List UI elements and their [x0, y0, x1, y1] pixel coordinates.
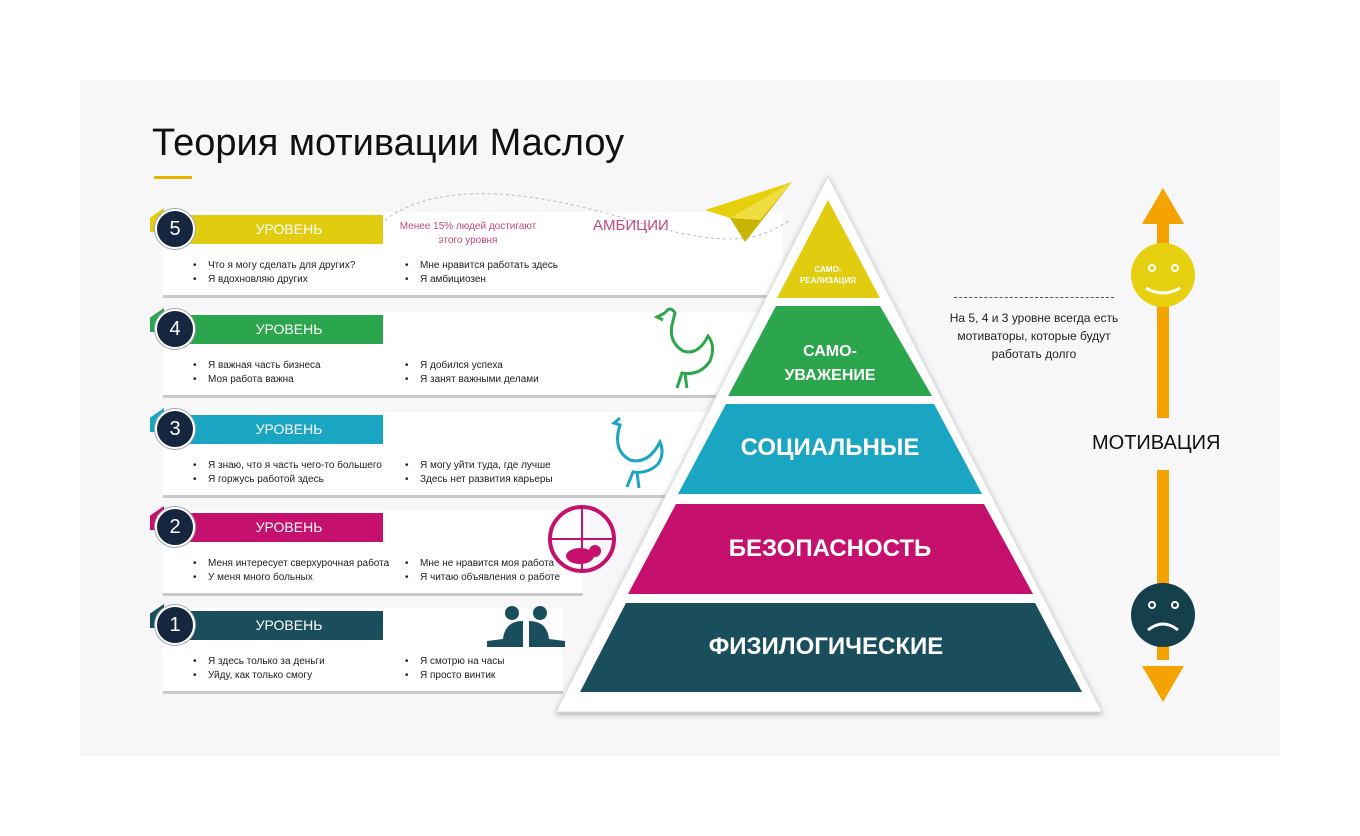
- motivation-label: МОТИВАЦИЯ: [1092, 432, 1221, 454]
- level-band: УРОВЕНЬ: [183, 513, 383, 542]
- pyramid-label-4: САМО-УВАЖЕНИЕ: [784, 343, 876, 384]
- pyramid-level-3: [678, 404, 982, 494]
- level-number: 2: [155, 507, 195, 547]
- level-bullets-right: Мне не нравится моя работаЯ читаю объявл…: [405, 557, 560, 585]
- pyramid-label-5: САМО-РЕАЛИЗАЦИЯ: [799, 265, 857, 285]
- level-band: УРОВЕНЬ: [183, 315, 383, 344]
- side-note: На 5, 4 и 3 уровне всегда есть мотиватор…: [949, 311, 1119, 361]
- note-text: Менее 15% людей достигают этого уровня: [399, 221, 537, 246]
- level-bullets-right: Я смотрю на часыЯ просто винтик: [405, 655, 504, 683]
- level-bullets-left: Что я могу сделать для других?Я вдохновл…: [193, 259, 355, 287]
- level-bullets-left: Я важная часть бизнесаМоя работа важна: [193, 359, 321, 387]
- target-rat-icon: [548, 505, 616, 573]
- sad-face-icon: [1131, 583, 1195, 647]
- level-band: УРОВЕНЬ: [183, 215, 383, 244]
- level-band: УРОВЕНЬ: [183, 611, 383, 640]
- pyramid-level-2: [628, 504, 1033, 594]
- pyramid-label-2: БЕЗОПАСНОСТЬ: [728, 535, 932, 562]
- level-bullets-right: Я могу уйти туда, где лучшеЗдесь нет раз…: [405, 459, 553, 487]
- hen-icon: [610, 416, 664, 489]
- arrow-down-icon: [1142, 666, 1184, 702]
- level-number: 3: [155, 409, 195, 449]
- level-band: УРОВЕНЬ: [183, 415, 383, 444]
- arrow-up-icon: [1142, 188, 1184, 224]
- divider: [954, 297, 1114, 298]
- paper-plane-icon: [705, 182, 792, 242]
- pyramid-label-3: СОЦИАЛЬНЫЕ: [740, 434, 920, 461]
- pyramid-label-1: ФИЗИЛОГИЧЕСКИЕ: [708, 633, 944, 660]
- level-number: 1: [155, 605, 195, 645]
- slide-title: Теория мотивации Маслоу: [152, 122, 625, 164]
- happy-face-icon: [1131, 243, 1195, 307]
- title-underline: [154, 176, 192, 179]
- ambitions-label: АМБИЦИИ: [593, 217, 669, 234]
- level-bullets-right: Мне нравится работать здесьЯ амбициозен: [405, 259, 558, 287]
- level-bullets-left: Я знаю, что я часть чего-то большегоЯ го…: [193, 459, 382, 487]
- level-bullets-right: Я добился успехаЯ занят важными делами: [405, 359, 539, 387]
- level-number: 5: [155, 209, 195, 249]
- pyramid-level-5: [777, 200, 880, 298]
- people-back-to-back-icon: [487, 606, 565, 647]
- rooster-icon: [653, 307, 715, 388]
- level-bullets-left: Я здесь только за деньгиУйду, как только…: [193, 655, 325, 683]
- level-bullets-left: Меня интересует сверхурочная работаУ мен…: [193, 557, 389, 585]
- motivation-scale: [1131, 188, 1195, 702]
- level-number: 4: [155, 309, 195, 349]
- pyramid-level-4: [728, 306, 932, 396]
- pyramid-level-1: [580, 603, 1082, 692]
